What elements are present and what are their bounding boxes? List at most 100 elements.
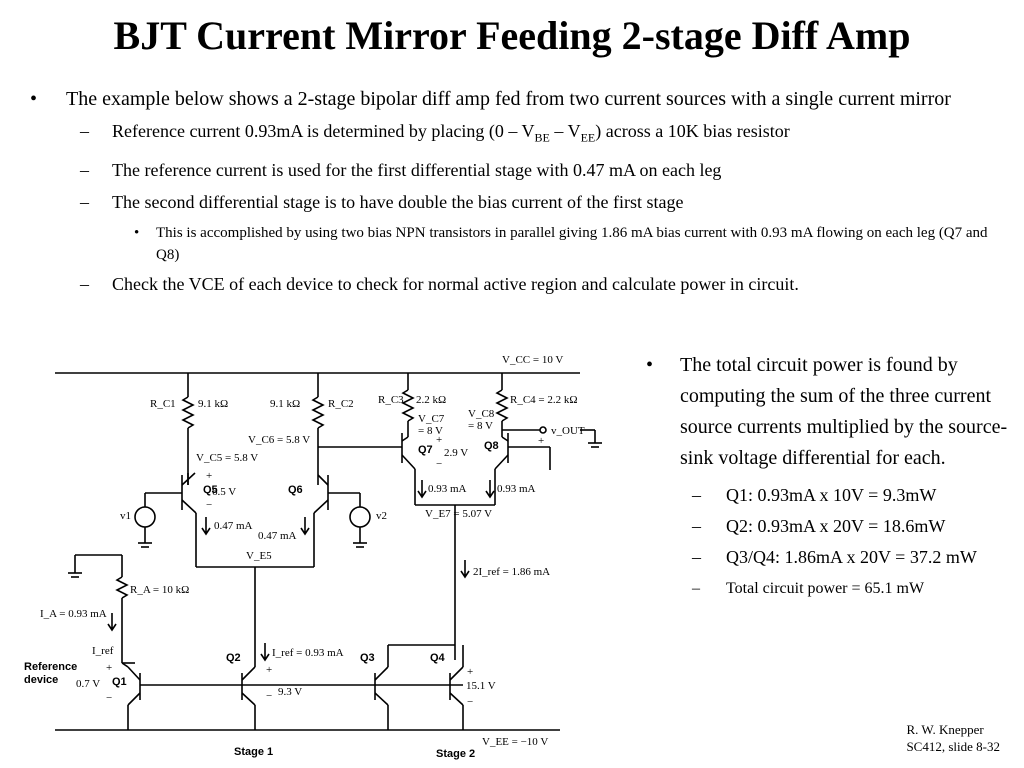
q6-label: Q6 [288, 484, 303, 496]
vce4-value: 15.1 V [466, 680, 496, 692]
rc2-label: R_C2 [328, 398, 354, 410]
power-total-text: Total circuit power = 65.1 mW [726, 580, 925, 597]
power-q1-text: Q1: 0.93mA x 10V = 9.3mW [726, 485, 937, 505]
i8-label: 0.93 mA [497, 483, 536, 495]
vce7-plus: + [436, 434, 442, 446]
bullet-check-vce: – Check the VCE of each device to check … [30, 272, 1005, 296]
ra-label: R_A = 10 kΩ [130, 584, 189, 596]
footer-slide-number: SC412, slide 8-32 [906, 739, 1000, 754]
rc4-label: R_C4 = 2.2 kΩ [510, 394, 578, 406]
ref-text-mid: – V [549, 121, 581, 141]
vee-label: V_EE = −10 V [482, 736, 548, 748]
vc5-label: V_C5 = 5.8 V [196, 452, 258, 464]
iref-value: I_ref = 0.93 mA [272, 647, 344, 659]
vout-plus: + [538, 435, 544, 447]
circuit-schematic: V_CC = 10 V V_EE = −10 V R_C1 9.1 kΩ 9.1… [24, 354, 602, 760]
power-q3q4-text: Q3/Q4: 1.86mA x 20V = 37.2 mW [726, 547, 977, 567]
vcc-label: V_CC = 10 V [502, 354, 563, 366]
ref-text-pre: Reference current 0.93mA is determined b… [112, 121, 535, 141]
rc2-value: 9.1 kΩ [270, 398, 300, 410]
bullet-first-stage: – The reference current is used for the … [30, 158, 1005, 182]
v2-label: v2 [376, 510, 387, 522]
slide-footer: R. W. Knepper SC412, slide 8-32 [906, 721, 1000, 755]
vbe1-minus: − [106, 692, 112, 704]
check-vce-text: Check the VCE of each device to check fo… [112, 273, 799, 294]
bullet-intro-text: The example below shows a 2-stage bipola… [66, 88, 951, 110]
circuit-labels: V_CC = 10 V V_EE = −10 V R_C1 9.1 kΩ 9.1… [24, 354, 585, 760]
bullet-second-stage: – The second differential stage is to ha… [30, 190, 1005, 214]
dash-marker: – [80, 273, 89, 294]
vce5-minus: − [206, 499, 212, 511]
dash-marker: – [692, 516, 701, 536]
iref-label: I_ref [92, 645, 114, 657]
second-stage-text: The second differential stage is to have… [112, 191, 684, 212]
power-q2-text: Q2: 0.93mA x 20V = 18.6mW [726, 516, 946, 536]
vce7-minus: − [436, 458, 442, 470]
q4-label: Q4 [430, 652, 446, 664]
ref-sub-ee: EE [580, 130, 596, 145]
dash-marker: – [80, 159, 89, 180]
slide-title: BJT Current Mirror Feeding 2-stage Diff … [113, 13, 911, 58]
ref-sub-be: BE [534, 130, 550, 145]
q5-label: Q5 [203, 484, 218, 496]
power-notes: • The total circuit power is found by co… [642, 350, 1014, 606]
i7-label: 0.93 mA [428, 483, 467, 495]
vce2-value: 9.3 V [278, 686, 302, 698]
dash-marker: – [692, 580, 700, 597]
vc7-value: = 8 V [418, 425, 443, 437]
vce4-plus: + [467, 666, 473, 678]
v1-label: v1 [120, 510, 131, 522]
reference-device-label: Reference [24, 661, 77, 673]
vce7-value: 2.9 V [444, 447, 468, 459]
ve5-label: V_E5 [246, 550, 272, 562]
vbe1-plus: + [106, 662, 112, 674]
bullet-reference-current: – Reference current 0.93mA is determined… [30, 119, 1005, 150]
vc6-label: V_C6 = 5.8 V [248, 434, 310, 446]
bullet-npn-detail: • This is accomplished by using two bias… [30, 222, 1005, 266]
power-q1: – Q1: 0.93mA x 10V = 9.3mW [642, 482, 1014, 509]
first-stage-text: The reference current is used for the fi… [112, 159, 722, 180]
circuit-wires [55, 372, 602, 731]
vce2-plus: + [266, 664, 272, 676]
vce4-minus: − [467, 696, 473, 708]
bullet-marker: • [30, 88, 38, 110]
vc8-label: V_C8 [468, 408, 495, 420]
vbe1-value: 0.7 V [76, 678, 100, 690]
ref-text-post: ) across a 10K bias resistor [595, 121, 790, 141]
reference-device-label-2: device [24, 674, 58, 686]
power-total: – Total circuit power = 65.1 mW [642, 575, 1014, 602]
npn-detail-text: This is accomplished by using two bias N… [156, 224, 988, 263]
vout-label: v_OUT [551, 425, 585, 437]
rc1-value: 9.1 kΩ [198, 398, 228, 410]
bullet-marker: • [134, 224, 140, 241]
power-q3q4: – Q3/Q4: 1.86mA x 20V = 37.2 mW [642, 544, 1014, 571]
rc1-label: R_C1 [150, 398, 176, 410]
footer-author: R. W. Knepper [906, 722, 984, 737]
q3-label: Q3 [360, 652, 375, 664]
q1-label: Q1 [112, 676, 127, 688]
i5-label: 0.47 mA [214, 520, 253, 532]
dash-marker: – [80, 121, 89, 141]
power-summary-text: The total circuit power is found by comp… [680, 354, 1008, 469]
power-q2: – Q2: 0.93mA x 20V = 18.6mW [642, 513, 1014, 540]
ve7-label: V_E7 = 5.07 V [425, 508, 492, 520]
dash-marker: – [692, 485, 701, 505]
vce2-minus: − [266, 690, 272, 702]
vce5-plus: + [206, 470, 212, 482]
bullet-list: • The example below shows a 2-stage bipo… [30, 85, 1005, 304]
dash-marker: – [80, 191, 89, 212]
rc3-label: R_C3 [378, 394, 404, 406]
stage2-label: Stage 2 [436, 748, 475, 760]
power-summary: • The total circuit power is found by co… [642, 350, 1014, 474]
i6-label: 0.47 mA [258, 530, 297, 542]
rc3-value: 2.2 kΩ [416, 394, 446, 406]
dash-marker: – [692, 547, 701, 567]
vc8-value: = 8 V [468, 420, 493, 432]
bullet-intro: • The example below shows a 2-stage bipo… [30, 85, 1005, 113]
q8-label: Q8 [484, 440, 499, 452]
stage1-label: Stage 1 [234, 746, 273, 758]
vc7-label: V_C7 [418, 413, 445, 425]
vce5-value: 6.5 V [212, 486, 236, 498]
q7-label: Q7 [418, 444, 433, 456]
bullet-marker: • [646, 354, 654, 376]
